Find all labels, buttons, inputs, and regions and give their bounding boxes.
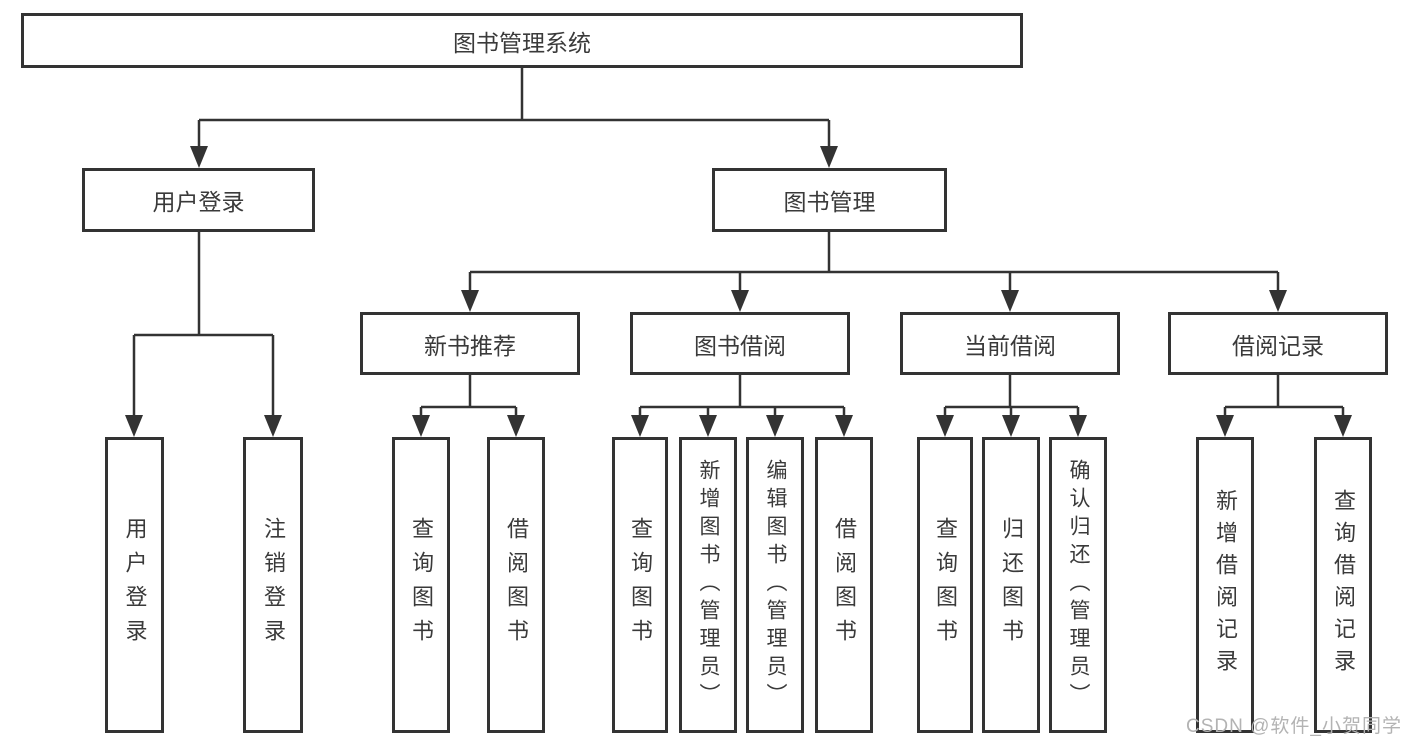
leaf-query-books-recommend: 查询图书 xyxy=(392,437,450,733)
leaf-confirm-return-admin: 确认归还（管理员） xyxy=(1049,437,1107,733)
leaf-user-login: 用户登录 xyxy=(105,437,164,733)
node-root-library-system: 图书管理系统 xyxy=(21,13,1023,68)
leaf-logout: 注销登录 xyxy=(243,437,303,733)
leaf-add-borrow-record: 新增借阅记录 xyxy=(1196,437,1254,733)
csdn-watermark: CSDN @软件_小贺同学 xyxy=(1186,716,1402,737)
leaf-query-books-borrow: 查询图书 xyxy=(612,437,668,733)
leaf-return-books: 归还图书 xyxy=(982,437,1040,733)
node-new-book-recommend: 新书推荐 xyxy=(360,312,580,375)
node-user-login: 用户登录 xyxy=(82,168,315,232)
arrowheads xyxy=(125,146,1352,437)
leaf-query-books-current: 查询图书 xyxy=(917,437,973,733)
leaf-edit-books-admin: 编辑图书（管理员） xyxy=(746,437,804,733)
leaf-borrow-books-recommend: 借阅图书 xyxy=(487,437,545,733)
leaf-add-books-admin: 新增图书（管理员） xyxy=(679,437,737,733)
node-book-management: 图书管理 xyxy=(712,168,947,232)
leaf-query-borrow-record: 查询借阅记录 xyxy=(1314,437,1372,733)
node-current-borrow: 当前借阅 xyxy=(900,312,1120,375)
node-book-borrow: 图书借阅 xyxy=(630,312,850,375)
node-borrow-record: 借阅记录 xyxy=(1168,312,1388,375)
leaf-borrow-books: 借阅图书 xyxy=(815,437,873,733)
